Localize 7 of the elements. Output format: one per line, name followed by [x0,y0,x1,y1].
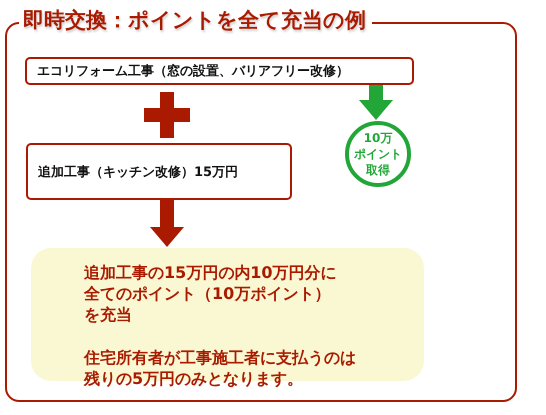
note-text: 追加工事の15万円の内10万円分に全てのポイント（10万ポイント）を充当 [84,262,338,325]
process-box: エコリフォーム工事（窓の設置、バリアフリー改修） [25,57,414,85]
arrow [359,82,393,120]
process-box: 追加工事（キッチン改修）15万円 [26,143,292,200]
points-circle: 10万ポイント取得 [345,121,411,187]
note-text: 住宅所有者が工事施工者に支払うのは残りの5万円のみとなります。 [84,347,357,389]
arrow [150,197,184,247]
